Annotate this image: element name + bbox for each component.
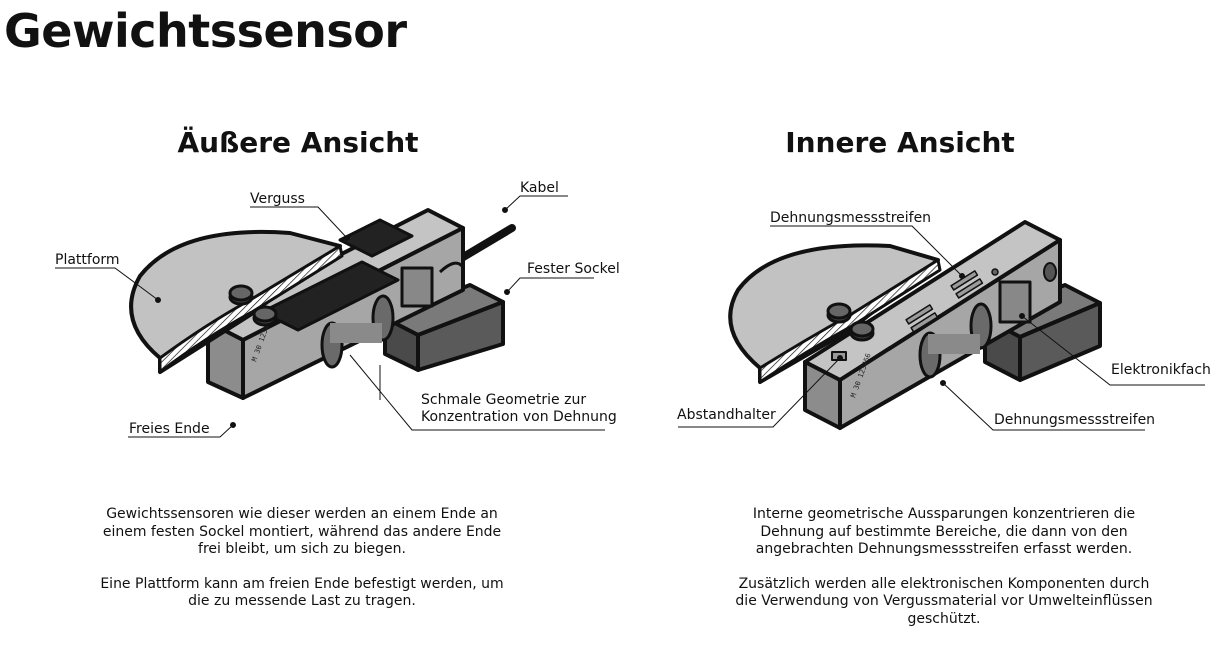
outer-description-paragraph-1: Gewichtssensoren wie dieser werden an ei…	[102, 506, 502, 557]
outer-callouts	[55, 195, 605, 438]
page-title: Gewichtssensor	[4, 4, 407, 58]
outer-sensor-illustration: M 30 123456	[129, 208, 516, 400]
inner-description-paragraph-2: Zusätzlich werden alle elektronischen Ko…	[735, 575, 1153, 627]
cable-hole	[1043, 262, 1057, 282]
callout-dms-bottom: Dehnungsmessstreifen	[994, 412, 1155, 428]
callout-elektronikfach: Elektronikfach	[1111, 362, 1211, 378]
inner-bolt-heads	[826, 302, 875, 342]
inner-sensor-illustration: M 30 123456	[728, 220, 1102, 430]
inner-load-cell-beam: M 30 123456	[803, 220, 1062, 430]
callout-verguss: Verguss	[250, 191, 305, 207]
outer-callout-labels: Verguss Kabel Plattform Fester Sockel Sc…	[55, 180, 620, 437]
inner-description-paragraph-1: Interne geometrische Aussparungen konzen…	[752, 506, 1136, 557]
bolt-heads	[228, 284, 278, 327]
inner-description: Interne geometrische Aussparungen konzen…	[734, 506, 1154, 645]
callout-plattform: Plattform	[55, 252, 120, 268]
inner-callout-labels: Dehnungsmessstreifen Elektronikfach Abst…	[677, 210, 1211, 428]
callout-kabel: Kabel	[520, 180, 559, 196]
callout-geometrie-line2: Konzentration von Dehnung	[421, 409, 617, 425]
inner-callouts	[678, 225, 1205, 431]
outer-description-paragraph-2: Eine Plattform kann am freien Ende befes…	[100, 575, 504, 610]
outer-description: Gewichtssensoren wie dieser werden an ei…	[92, 506, 512, 628]
strain-gauge-top	[905, 270, 984, 333]
callout-fester-sockel: Fester Sockel	[527, 261, 620, 277]
callout-freies-ende: Freies Ende	[129, 421, 210, 437]
outer-view-title: Äußere Ansicht	[177, 126, 419, 159]
callout-geometrie-line1: Schmale Geometrie zur	[421, 392, 586, 408]
callout-abstandhalter: Abstandhalter	[677, 407, 776, 423]
inner-view-title: Innere Ansicht	[785, 126, 1015, 159]
potting-area	[260, 260, 400, 332]
callout-dms-top: Dehnungsmessstreifen	[770, 210, 931, 226]
